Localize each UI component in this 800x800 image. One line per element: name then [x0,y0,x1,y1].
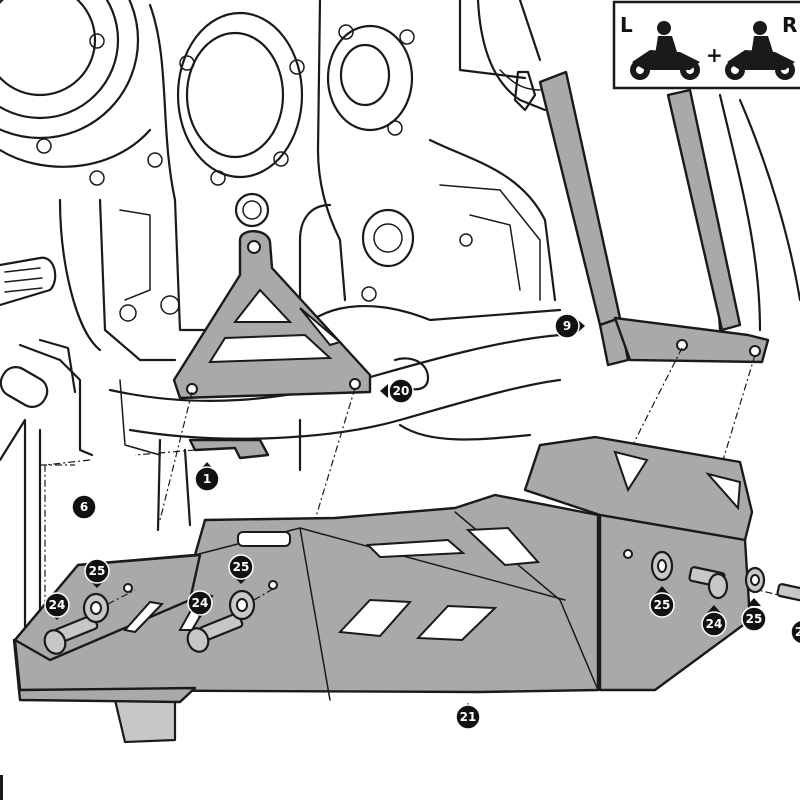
bolt-stub-right [776,583,800,602]
callout-24-right: 24 [701,605,727,637]
callout-25-left: 25 [84,558,110,588]
callout-6: 6 [71,494,97,520]
callout-25-right-outer-label: 25 [746,612,763,626]
engine-line-art [0,0,800,744]
callout-1-label: 1 [203,472,211,486]
callout-9: 9 [554,313,585,339]
callout-20: 20 [380,378,414,404]
callout-24-right-label: 24 [706,617,723,631]
callout-24-left: 24 [44,592,70,620]
skid-plate-part-21 [12,435,754,704]
callout-2-partial-label: 2 [795,625,800,639]
hardware [43,550,800,655]
callout-2-partial: 2 [790,619,800,645]
rider-legend-box: L R + [612,0,800,90]
washer-part-25-left [82,592,110,624]
callout-9-label: 9 [563,319,571,333]
washer-part-25-middle [228,589,256,621]
callout-25-left-label: 25 [89,564,106,578]
callout-25-right-inner: 25 [649,586,675,618]
washer-part-25-right-outer [744,566,766,594]
callout-24-middle-label: 24 [192,596,209,610]
callout-25-middle: 25 [228,554,254,584]
bolt-part-24-right [688,566,729,600]
callout-25-right-inner-label: 25 [654,598,671,612]
bracket-part-9 [538,70,770,367]
washer-part-25-right-inner [650,550,674,582]
legend-right-label: R [782,13,797,37]
callout-1: 1 [194,462,220,492]
callout-25-right-outer: 25 [741,598,767,632]
bracket-part-20 [172,230,372,400]
callout-6-label: 6 [80,500,88,514]
callout-20-label: 20 [393,384,410,398]
motorcycle-rider-icon-left [630,21,700,80]
legend-left-label: L [620,13,633,37]
motorcycle-rider-icon-right [725,21,795,80]
callout-25-middle-label: 25 [233,560,250,574]
callout-24-middle: 24 [187,590,213,618]
callout-21: 21 [455,703,481,730]
callout-24-left-label: 24 [49,598,66,612]
legend-plus: + [706,43,723,67]
callout-21-label: 21 [460,710,477,724]
edge-mark [0,775,3,800]
bolt-part-24-middle [186,612,244,653]
